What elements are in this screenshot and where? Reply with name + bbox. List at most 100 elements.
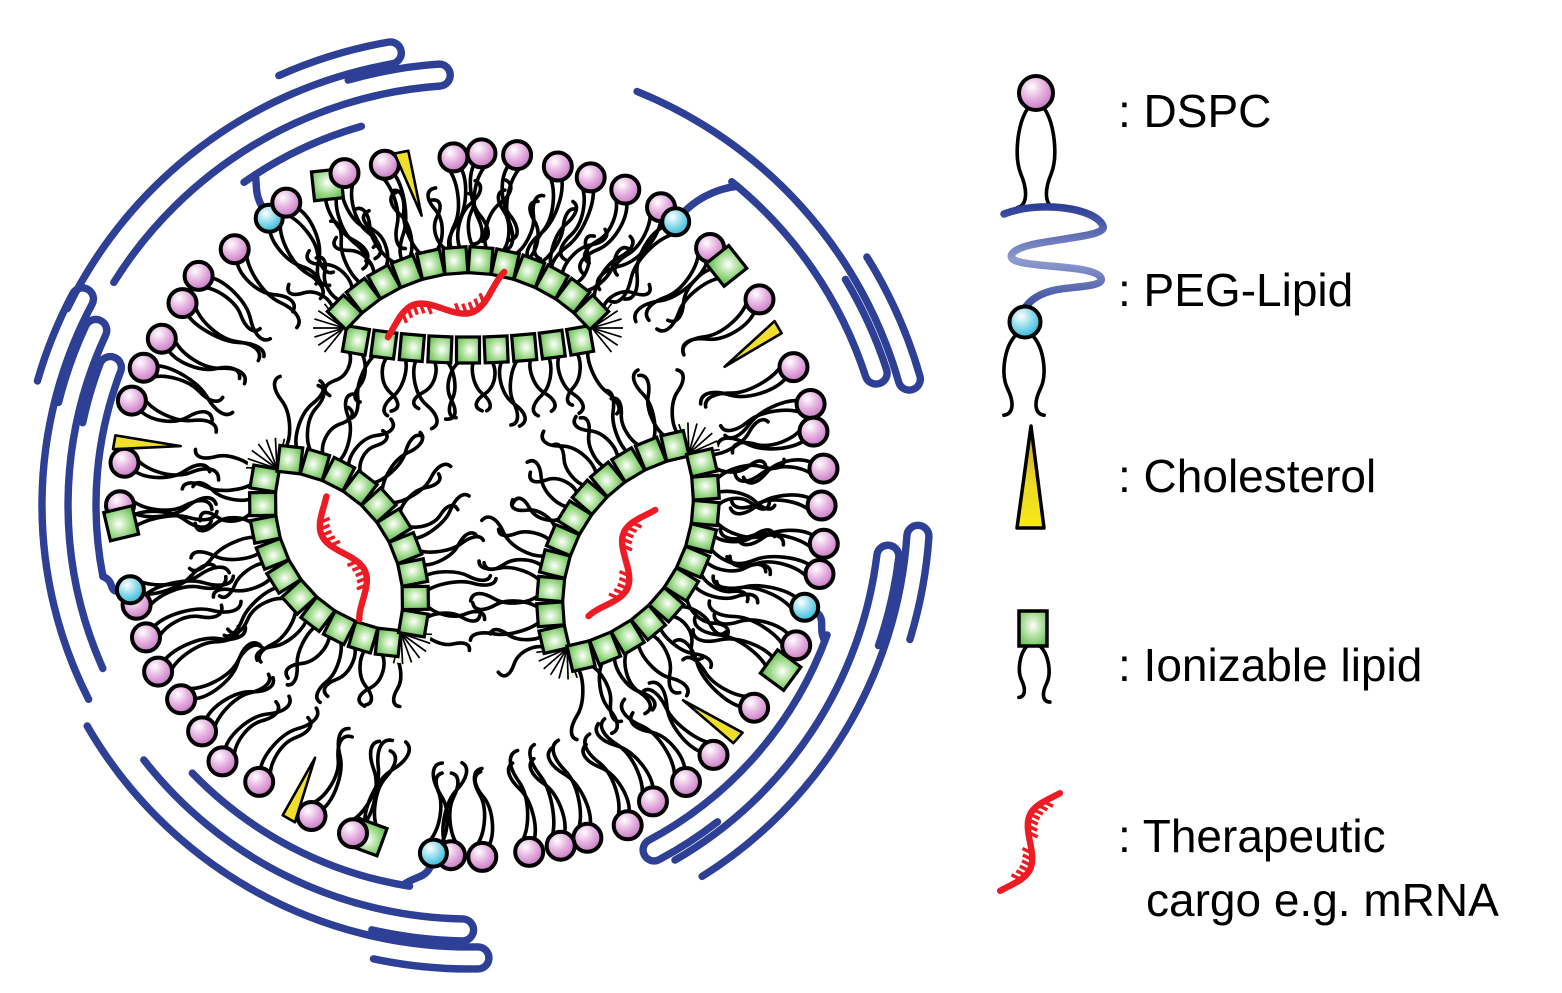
peg-chain	[671, 541, 903, 864]
cholesterol	[681, 698, 744, 745]
legend-label-cholesterol: : Cholesterol	[1118, 450, 1376, 502]
mrna-ticks	[1010, 800, 1054, 881]
cholesterol-icon	[1015, 424, 1046, 530]
mrna-strand	[316, 493, 370, 623]
inner-vesicle	[468, 368, 786, 742]
dspc-lipid-head	[218, 233, 251, 266]
dspc-lipid-head	[337, 817, 369, 850]
dspc-lipid-head	[166, 287, 199, 320]
ionizable-lipid	[758, 647, 804, 693]
dspc-lipid-head	[437, 141, 470, 174]
mrna-strand	[585, 506, 659, 620]
dspc-lipid-head	[145, 322, 178, 355]
inner-vesicles	[180, 178, 786, 742]
dspc-lipid-head	[611, 809, 644, 842]
dspc-lipid-head	[637, 785, 669, 818]
ionizable-shell	[325, 244, 611, 365]
ionizable-lipid	[101, 503, 141, 543]
dspc-head	[1017, 74, 1055, 112]
peg-lipid-head	[789, 591, 821, 623]
legend-label-therapeutic-line1: : Therapeutic	[1118, 810, 1386, 862]
dspc-lipid-head	[544, 829, 577, 862]
mrna-strand	[996, 790, 1064, 894]
dspc-lipid-head	[206, 745, 239, 778]
therapeutic-cargo-icon	[996, 790, 1064, 894]
cholesterol	[393, 149, 423, 217]
legend-label-ionizable-lipid: : Ionizable lipid	[1118, 639, 1422, 691]
lipid-tails	[128, 161, 817, 849]
peg-lipid-head	[417, 837, 449, 869]
peg-chain-layer	[33, 38, 933, 973]
dspc-lipid-head	[697, 738, 730, 771]
peg-chain	[33, 284, 98, 703]
peg-chain	[54, 315, 111, 673]
peg-chain	[188, 769, 414, 890]
dspc-lipid-head	[807, 452, 840, 485]
cholesterol	[723, 319, 783, 369]
dspc-lipid-head	[780, 629, 813, 662]
peg-chain	[79, 352, 126, 581]
dspc-lipid-head	[807, 527, 840, 560]
dspc-lipid-head	[182, 259, 215, 292]
dspc-lipid-head	[243, 765, 276, 798]
cholesterol	[281, 756, 317, 824]
cholesterol-shape	[1015, 424, 1046, 530]
ionizable-shell	[535, 428, 721, 674]
dspc-lipid-head	[501, 139, 534, 172]
peg-chain	[698, 521, 933, 881]
peg-lipid-icon	[1000, 203, 1107, 417]
dspc-lipid-head	[571, 821, 604, 854]
dspc-lipid-head	[466, 840, 499, 873]
peg-chain	[1000, 203, 1107, 317]
lipid-tails	[468, 368, 786, 742]
dspc-lipid-head	[797, 415, 830, 448]
dspc-lipid-head	[574, 161, 607, 194]
dspc-lipid-head	[743, 283, 776, 316]
peg-lipid-head	[660, 206, 692, 238]
dspc-lipid-head	[465, 137, 498, 170]
legend-label-peg-lipid: : PEG-Lipid	[1118, 264, 1353, 316]
peg-head	[1007, 304, 1043, 340]
ionizable-lipid-icon	[1017, 609, 1052, 704]
peg-chain	[83, 722, 493, 973]
inner-vesicle	[286, 178, 652, 431]
dspc-lipid-head	[609, 173, 642, 206]
nanoparticle	[33, 38, 933, 973]
ionizable-shell	[247, 443, 431, 659]
legend-label-dspc: : DSPC	[1118, 85, 1271, 137]
dspc-lipid-head	[270, 186, 303, 219]
inner-vesicle	[180, 374, 498, 709]
peg-chain	[633, 87, 925, 394]
dspc-lipid-head	[513, 835, 546, 868]
lipid-tails	[180, 374, 498, 709]
dspc-lipid-head	[541, 150, 574, 183]
peg-chain-group	[83, 722, 493, 973]
dspc-lipid-head	[165, 683, 198, 716]
dspc-lipid-head	[805, 489, 838, 522]
dspc-lipid-head	[142, 655, 175, 688]
mrna-ticks	[319, 516, 368, 591]
peg-chain	[110, 60, 454, 287]
peg-chain	[140, 756, 478, 945]
dspc-lipid-head	[186, 715, 219, 748]
dspc-lipid-head	[108, 446, 141, 479]
mrna-ticks	[401, 292, 486, 324]
peg-lipid-head	[114, 574, 146, 606]
ionizable-square	[1017, 609, 1049, 648]
peg-chain-group	[633, 87, 925, 394]
peg-chain	[63, 38, 405, 313]
ionizable-lipid	[703, 243, 750, 289]
dspc-lipid-head	[115, 384, 148, 417]
dspc-lipid-head	[670, 766, 702, 798]
dspc-lipid-head	[130, 621, 162, 654]
outer-lipid-ring	[101, 137, 840, 873]
dspc-lipid-head	[295, 800, 328, 832]
vesicle-tip-fan	[536, 422, 720, 680]
dspc-lipid-icon	[1015, 74, 1057, 210]
mrna-ticks	[608, 521, 643, 600]
legend-label-therapeutic-line2: cargo e.g. mRNA	[1146, 874, 1499, 926]
dspc-lipid-head	[803, 558, 836, 590]
lipid-heads	[101, 137, 840, 873]
